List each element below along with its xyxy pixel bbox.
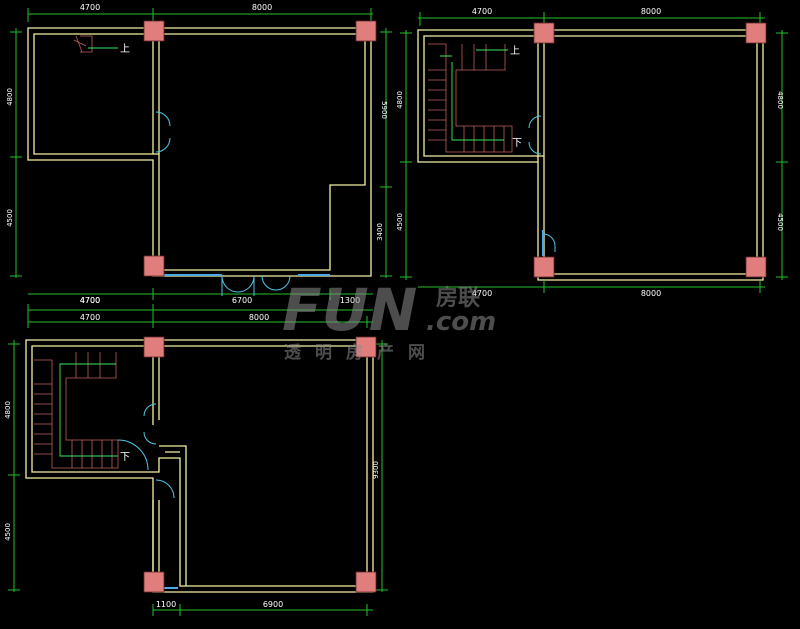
plan-1-top-dimension: 4700 8000 — [27, 3, 373, 22]
plan-3-top-dimension: 4700 4700 8000 — [27, 296, 373, 328]
plan-1-dim-top-1: 4700 — [80, 3, 100, 12]
plan-2-door — [528, 115, 556, 256]
plan-1-dim-right-1: 5900 — [380, 101, 388, 119]
plan-2-dim-bottom-1: 4700 — [472, 289, 492, 298]
plan-3-right-dimension: 9300 — [372, 340, 388, 592]
plan-2-left-dimension: 4800 4500 — [396, 30, 412, 280]
plan-2-dim-top-2: 8000 — [641, 7, 661, 16]
plan-3-dim-top-upper: 4700 — [80, 296, 100, 305]
plan-3-dim-top-2: 8000 — [249, 313, 269, 322]
plan-3: 4700 4700 8000 4800 4500 9300 1100 6900 — [4, 296, 388, 616]
plan-3-dim-bottom-2: 6900 — [263, 600, 283, 609]
plan-2-column — [745, 256, 767, 278]
plan-2-walls — [417, 29, 764, 281]
plan-1-dim-top-2: 8000 — [252, 3, 272, 12]
plan-1-dim-bottom-2: 6700 — [232, 296, 252, 305]
plan-1-front-openings — [159, 274, 330, 296]
plan-2-column — [533, 256, 555, 278]
plan-1-door — [155, 111, 171, 153]
plan-2-column — [533, 22, 555, 44]
plan-3-column — [355, 571, 377, 593]
plan-1-right-dimension: 5900 3400 — [376, 28, 392, 278]
plan-1-column — [143, 255, 165, 277]
plan-3-stair-mark: 下 — [120, 452, 130, 463]
watermark: FUN 房联 .com 透明房产网 — [282, 276, 496, 363]
plan-3-dim-bottom-1: 1100 — [156, 600, 176, 609]
plan-3-dim-right-1: 9300 — [372, 461, 380, 479]
watermark-logo: FUN — [282, 276, 417, 344]
plan-1-column — [143, 20, 165, 42]
plan-1-dim-bottom-3: 1300 — [340, 296, 360, 305]
plan-2-stair: 上 下 — [428, 43, 522, 153]
plan-2-dim-bottom-2: 8000 — [641, 289, 661, 298]
watermark-domain: .com — [426, 307, 496, 337]
plan-2-stair-mark-down: 下 — [512, 138, 522, 149]
plan-3-column — [143, 336, 165, 358]
plan-3-column — [143, 571, 165, 593]
plan-2-bottom-dimension: 4700 8000 — [418, 281, 765, 298]
plan-1-column — [355, 20, 377, 42]
plan-3-left-dimension: 4800 4500 — [4, 340, 20, 592]
plan-3-stair: 下 — [34, 352, 130, 469]
plan-3-dim-top-1: 4700 — [80, 313, 100, 322]
plan-2-column — [745, 22, 767, 44]
plan-1-stair: 上 — [73, 35, 130, 55]
plan-1-stair-mark: 上 — [120, 43, 130, 55]
plan-2-dim-right-1: 4800 — [776, 91, 784, 109]
plan-1-dim-right-2: 3400 — [376, 223, 384, 241]
plan-3-doors — [117, 403, 178, 589]
watermark-subtitle: 透明房产网 — [284, 342, 439, 363]
plan-1-walls — [27, 27, 372, 277]
plan-2: 4700 8000 4800 4500 4800 4500 4700 8000 — [396, 7, 788, 298]
plan-2-dim-left-1: 4800 — [396, 91, 404, 109]
watermark-brand-cn: 房联 — [436, 285, 480, 311]
plan-1-left-dimension: 4800 4500 — [6, 28, 22, 278]
plan-2-stair-mark-up: 上 — [510, 45, 520, 57]
plan-1-dim-bottom-1: 4700 — [80, 296, 100, 305]
plan-2-dim-top-1: 4700 — [472, 7, 492, 16]
plan-2-dim-left-2: 4500 — [396, 213, 404, 231]
plan-1: 4700 8000 4800 4500 5900 3400 4700 6 — [6, 3, 392, 305]
plan-1-dim-left-1: 4800 — [6, 88, 14, 106]
plan-3-column — [355, 336, 377, 358]
plan-2-dim-right-2: 4500 — [776, 213, 784, 231]
plan-1-bottom-dimension: 4700 6700 1300 — [28, 288, 373, 305]
plan-2-right-dimension: 4800 4500 — [776, 30, 788, 280]
plan-1-dim-left-2: 4500 — [6, 209, 14, 227]
plan-2-top-dimension: 4700 8000 — [418, 7, 765, 26]
plan-3-dim-left-2: 4500 — [4, 523, 12, 541]
plan-3-bottom-dimension: 1100 6900 — [152, 600, 373, 616]
plan-3-dim-left-1: 4800 — [4, 401, 12, 419]
